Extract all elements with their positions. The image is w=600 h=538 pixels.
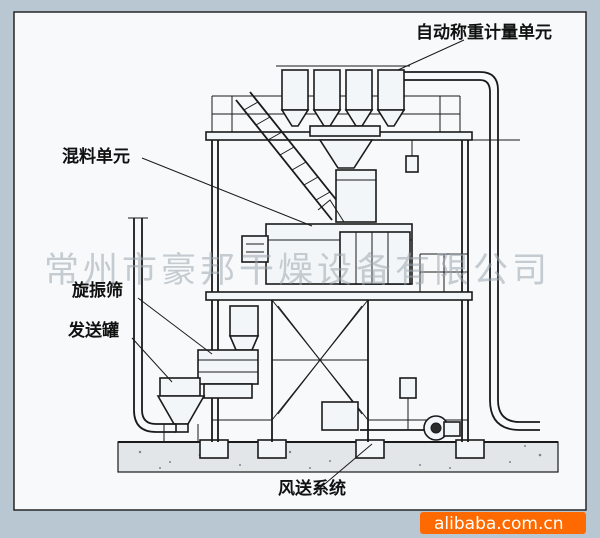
leader-lines — [131, 39, 465, 489]
air-conveying-pipe — [404, 71, 540, 431]
sending-tank-unit — [156, 377, 206, 442]
blower — [321, 401, 461, 441]
left-pipe — [128, 217, 176, 433]
control-box — [399, 140, 419, 430]
label-sending-tank: 发送罐 — [67, 320, 119, 341]
label-air-conveying-system: 风送系统 — [278, 478, 346, 499]
weighing-hoppers — [276, 65, 410, 137]
company-watermark: 常州市豪邦干燥设备有限公司 — [44, 251, 551, 291]
stairs — [235, 91, 347, 221]
mixer-assembly — [241, 139, 413, 285]
brand-text: alibaba.com.cn — [434, 514, 564, 534]
label-weighing-unit: 自动称重计量单元 — [416, 22, 552, 43]
label-vibrating-screen: 旋振筛 — [71, 280, 123, 301]
footings — [199, 439, 485, 459]
ground — [117, 441, 559, 473]
vibrating-screen-unit — [197, 305, 260, 399]
label-mixing-unit: 混料单元 — [62, 146, 130, 167]
alibaba-brand: alibaba.com.cn — [420, 512, 586, 534]
